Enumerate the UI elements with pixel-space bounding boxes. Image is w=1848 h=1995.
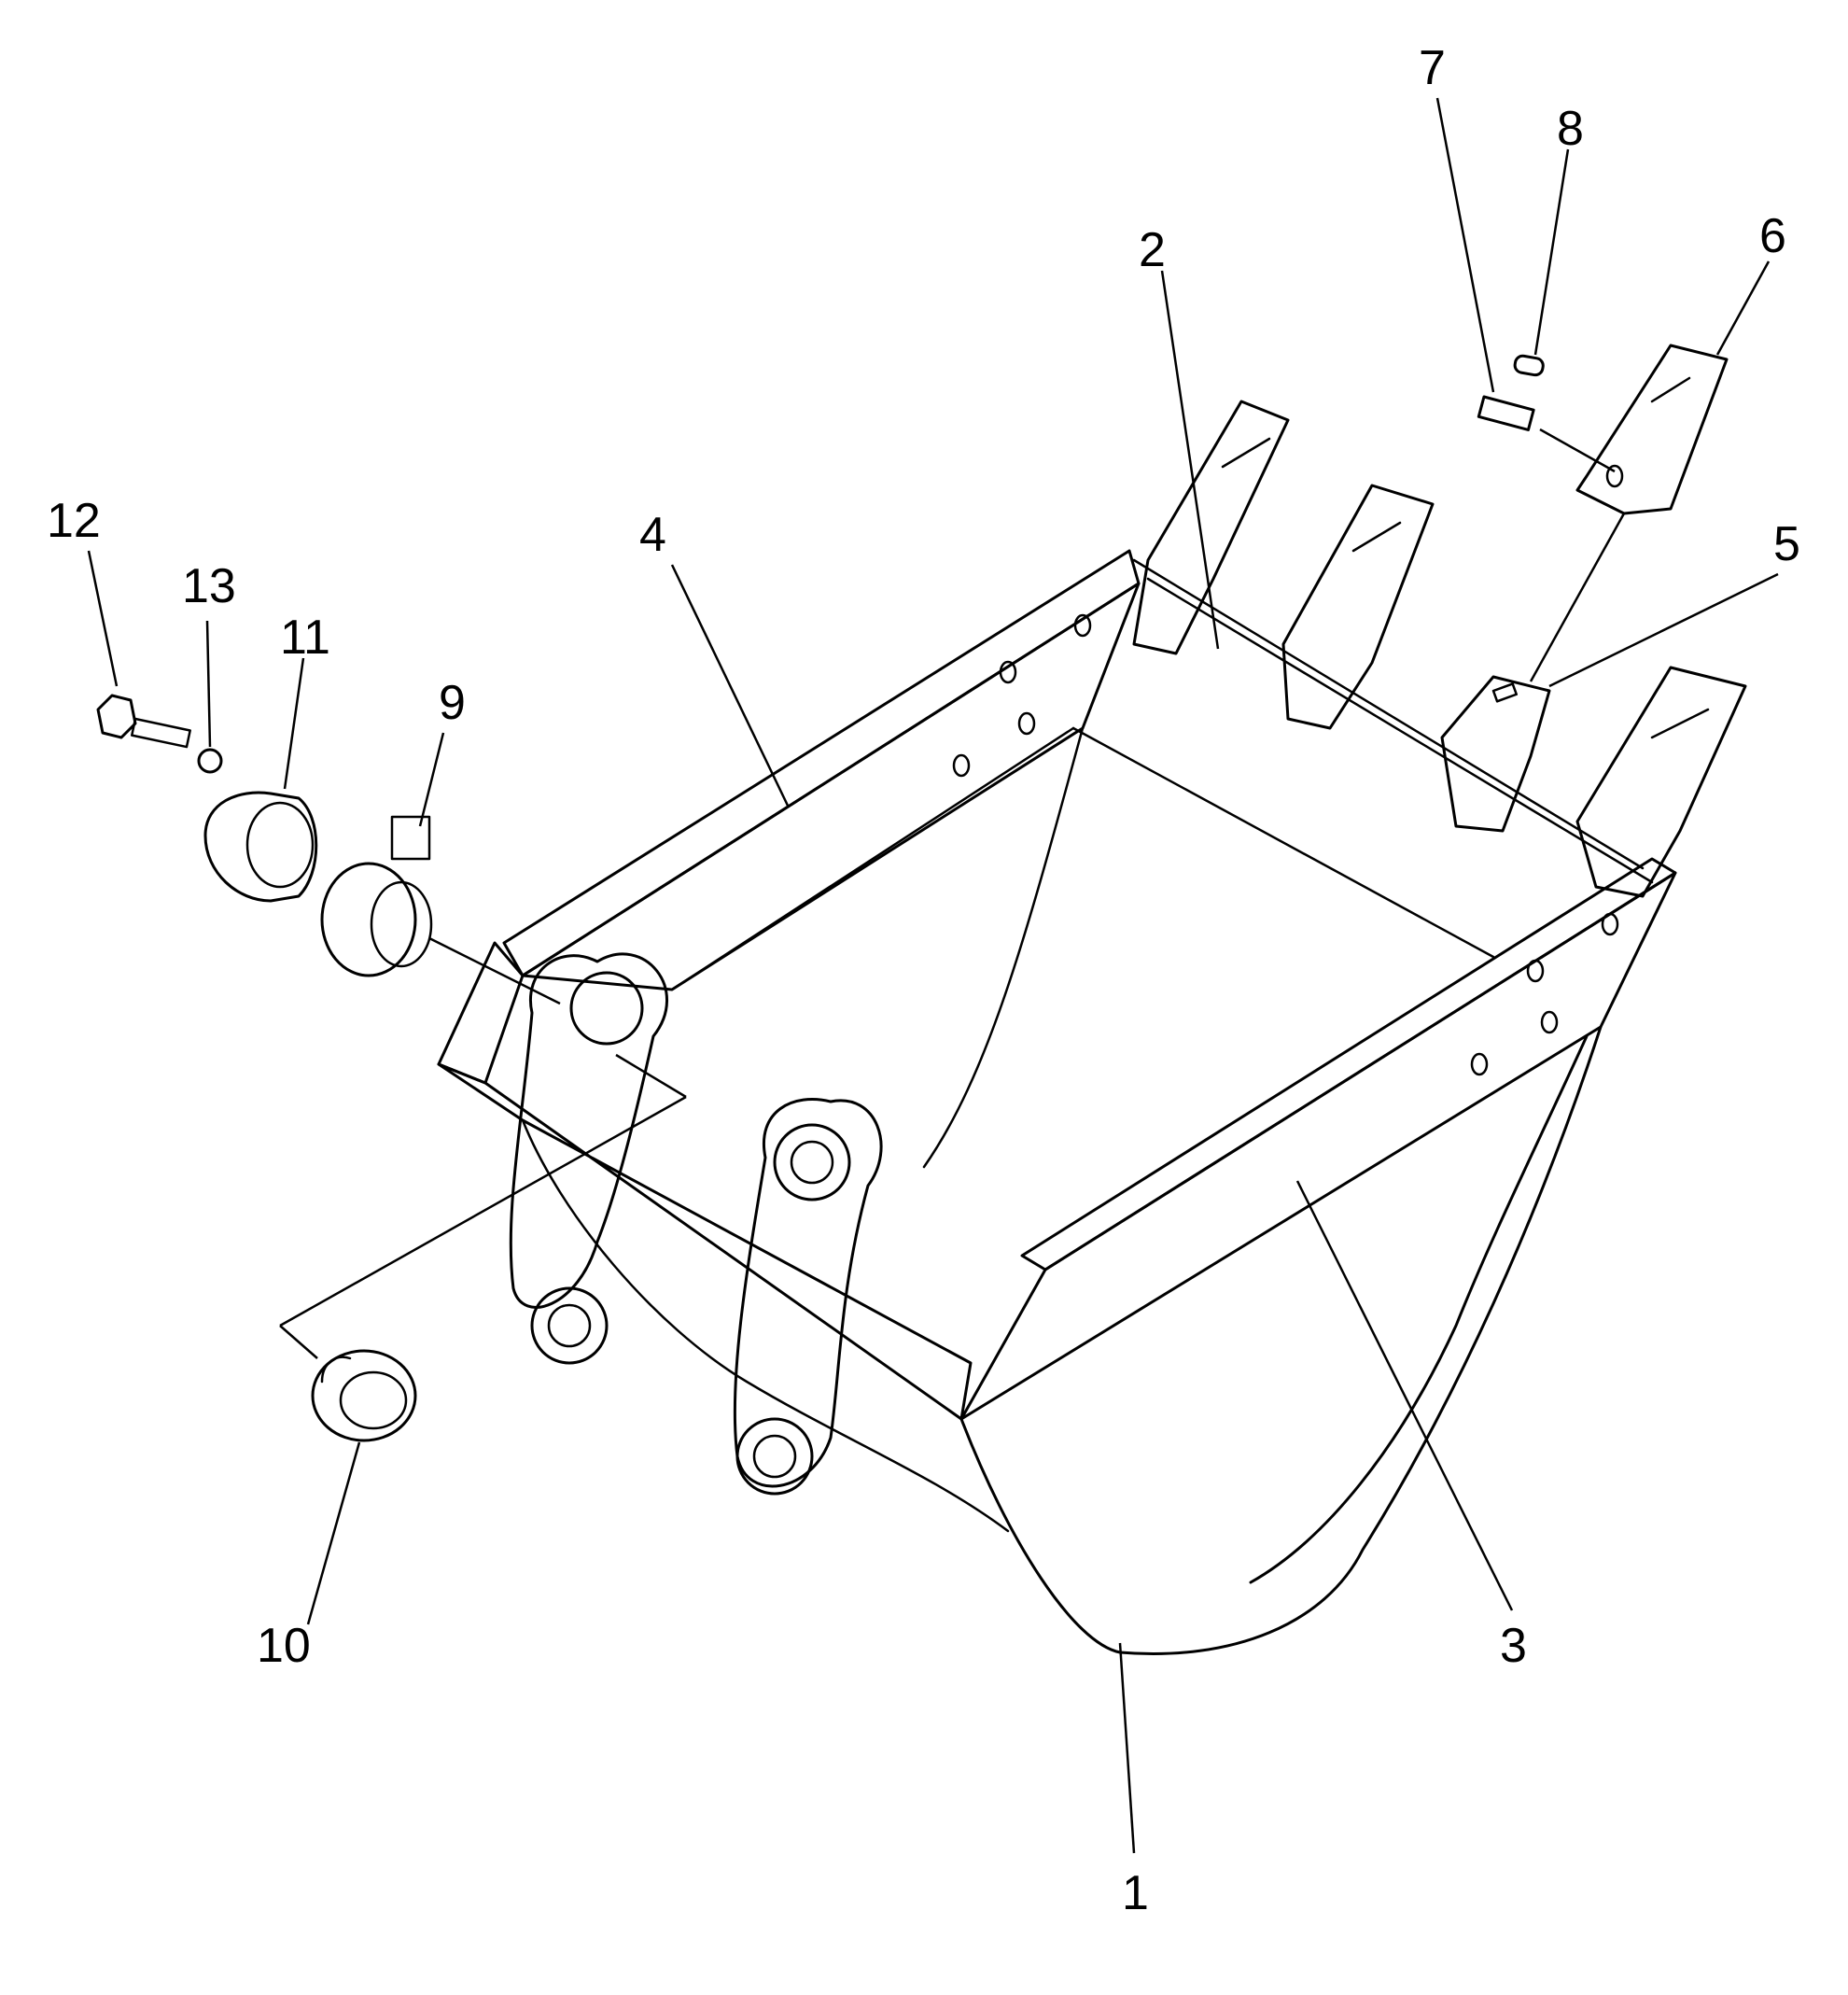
- leader-5: [1548, 572, 1779, 688]
- bucket-inner-curve: [922, 726, 1085, 1169]
- callout-4: 4: [639, 508, 666, 562]
- leader-3: [1295, 1180, 1514, 1611]
- leader-10: [306, 1441, 361, 1625]
- bucket-bottom-curve: [959, 1025, 1603, 1655]
- callout-7: 7: [1419, 41, 1446, 95]
- washer: [197, 748, 223, 774]
- bucket-shell: [437, 549, 1677, 1655]
- callout-8: 8: [1557, 102, 1584, 156]
- callout-13: 13: [182, 559, 236, 613]
- leader-11: [283, 657, 305, 790]
- boss-collar: [203, 791, 318, 903]
- bucket-floor-edge: [1071, 726, 1495, 959]
- left-side-plate-face: [521, 582, 1141, 991]
- bucket-floor-edge-2: [670, 726, 1075, 991]
- callout-2: 2: [1139, 223, 1166, 277]
- left-side-plate: [502, 549, 1141, 977]
- right-side-plate: [1020, 857, 1677, 1271]
- tooth-point: [1575, 344, 1729, 515]
- bucket-lower-body: [521, 1118, 1010, 1533]
- callout-5: 5: [1773, 517, 1800, 571]
- leader-13: [205, 620, 212, 748]
- leader-1: [1118, 1642, 1136, 1854]
- tooth-assembly-3: [1440, 675, 1551, 833]
- tooth-lock: [1513, 354, 1545, 377]
- tooth-assembly-4: [1575, 666, 1747, 898]
- hinge-bracket-1: [509, 952, 669, 1365]
- callout-11: 11: [280, 611, 330, 665]
- callout-9: 9: [439, 676, 466, 730]
- bucket-shell-rib: [1249, 1034, 1589, 1584]
- callout-10: 10: [257, 1619, 311, 1673]
- shim: [320, 815, 433, 977]
- bucket-back-wall: [437, 1062, 973, 1421]
- tooth-pin: [1477, 395, 1535, 431]
- callout-12: 12: [47, 494, 101, 548]
- tooth-adapter: [1440, 675, 1551, 833]
- bolt: [96, 694, 191, 749]
- tooth-assembly-1: [1132, 400, 1290, 655]
- callout-6: 6: [1759, 209, 1786, 263]
- hinge-bracket-2: [733, 1098, 883, 1496]
- callout-1: 1: [1122, 1866, 1149, 1920]
- tooth-shank-row: [1132, 558, 1654, 884]
- leader-2: [1160, 270, 1220, 650]
- tooth-assembly-2: [1281, 484, 1435, 730]
- callout-3: 3: [1500, 1619, 1527, 1673]
- leader-8: [1533, 148, 1570, 356]
- leader-9: [418, 732, 445, 827]
- leader-4: [670, 564, 791, 808]
- leader-12: [87, 550, 119, 687]
- leader-7: [1435, 97, 1495, 393]
- right-side-plate-face: [959, 871, 1677, 1421]
- bushing: [311, 1349, 417, 1442]
- leader-6: [1715, 260, 1771, 356]
